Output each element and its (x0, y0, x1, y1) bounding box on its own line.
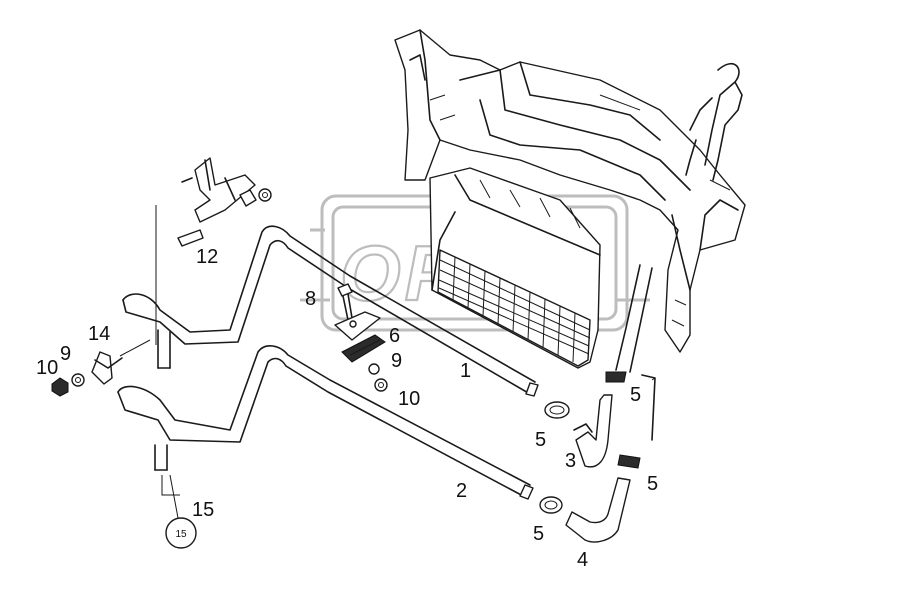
radiator-grid (438, 256, 591, 363)
label-14: 14 (88, 323, 110, 345)
reference-circle-15: 15 (165, 517, 197, 549)
label-2: 2 (456, 480, 467, 502)
clip-14 (51, 339, 151, 397)
bolt-8-group (334, 283, 388, 392)
radiator-frame (394, 29, 746, 353)
label-5-mid-left: 5 (535, 429, 546, 451)
radiator-outlet-pipe (615, 264, 656, 441)
label-5-upper-right: 5 (630, 384, 641, 406)
label-8: 8 (305, 288, 316, 310)
hose-3 (573, 371, 627, 468)
bracket-12 (155, 157, 272, 345)
label-1: 1 (460, 360, 471, 382)
label-4: 4 (577, 549, 588, 571)
leader-line-15 (169, 474, 179, 519)
label-3: 3 (565, 450, 576, 472)
label-6: 6 (389, 325, 400, 347)
label-10-left: 10 (36, 357, 58, 379)
radiator-core (429, 167, 601, 369)
part-labels: 12 8 14 9 10 6 9 10 1 2 3 4 5 5 5 5 15 (36, 246, 658, 571)
label-15: 15 (192, 499, 214, 521)
hose-4 (565, 454, 641, 543)
label-10-right: 10 (398, 388, 420, 410)
label-5-lower-right: 5 (647, 473, 658, 495)
upper-right-hose (685, 63, 743, 181)
label-12: 12 (196, 246, 218, 268)
reference-circle-label: 15 (175, 529, 187, 540)
label-9-right: 9 (391, 350, 402, 372)
pipe-1 (122, 225, 539, 397)
clamps-5 (539, 377, 656, 514)
label-9-left: 9 (60, 343, 71, 365)
label-5-bottom: 5 (533, 523, 544, 545)
